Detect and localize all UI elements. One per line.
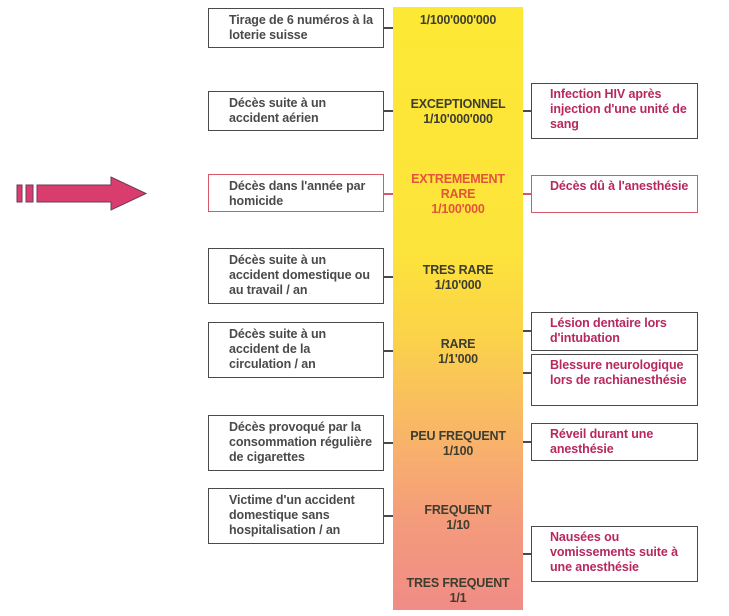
connector-line — [384, 27, 393, 29]
left-event-box: Décès provoqué par la consommation régul… — [208, 415, 384, 471]
left-event-box: Décès suite à un accident de la circulat… — [208, 322, 384, 378]
event-text: Décès dans l'année par homicide — [229, 179, 366, 208]
left-event-box: Victime d'un accident domestique sans ho… — [208, 488, 384, 544]
level-rate: 1/100'000 — [431, 202, 485, 216]
connector-line — [523, 330, 531, 332]
level-name-line2: RARE — [440, 187, 476, 201]
level-exceptionnel: EXCEPTIONNEL 1/10'000'000 — [393, 97, 523, 127]
event-text: Réveil durant une anesthésie — [550, 427, 654, 456]
right-event-box: Infection HIV après injection d'une unit… — [531, 83, 698, 139]
left-event-box: Tirage de 6 numéros à la loterie suisse — [208, 8, 384, 48]
event-text: Décès dû à l'anesthésie — [550, 179, 689, 193]
level-rare: RARE 1/1'000 — [393, 337, 523, 367]
level-rate: 1/100'000'000 — [419, 13, 497, 27]
level-name: FREQUENT — [424, 503, 492, 517]
level-rate: 1/100 — [442, 444, 474, 458]
left-event-box: Décès suite à un accident aérien — [208, 91, 384, 131]
event-text: Victime d'un accident domestique sans ho… — [229, 493, 355, 537]
left-event-box-highlighted: Décès dans l'année par homicide — [208, 174, 384, 212]
level-tres-frequent: TRES FREQUENT 1/1 — [393, 576, 523, 606]
level-name: TRES RARE — [422, 263, 494, 277]
event-text: Décès provoqué par la consommation régul… — [229, 420, 372, 464]
connector-line — [384, 193, 393, 195]
event-text: Lésion dentaire lors d'intubation — [550, 316, 667, 345]
level-extremement-rare: EXTREMEMENT RARE 1/100'000 — [393, 172, 523, 217]
right-event-box: Blessure neurologique lors de rachianest… — [531, 354, 698, 406]
level-frequent: FREQUENT 1/10 — [393, 503, 523, 533]
level-name: RARE — [440, 337, 476, 351]
event-text: Infection HIV après injection d'une unit… — [550, 87, 687, 131]
level-rate: 1/10 — [446, 518, 470, 532]
connector-line — [384, 350, 393, 352]
level-1-100000000: 1/100'000'000 — [393, 13, 523, 28]
level-rate: 1/10'000'000 — [423, 112, 493, 126]
connector-line — [523, 110, 531, 112]
connector-line — [523, 441, 531, 443]
level-peu-frequent: PEU FREQUENT 1/100 — [393, 429, 523, 459]
level-name-line1: EXTREMEMENT — [411, 172, 505, 186]
connector-line — [523, 553, 531, 555]
level-tres-rare: TRES RARE 1/10'000 — [393, 263, 523, 293]
event-text: Blessure neurologique lors de rachianest… — [550, 358, 687, 387]
connector-line — [384, 442, 393, 444]
right-event-box-highlighted: Décès dû à l'anesthésie — [531, 175, 698, 213]
right-event-box: Réveil durant une anesthésie — [531, 423, 698, 461]
event-text: Décès suite à un accident domestique ou … — [229, 253, 370, 297]
connector-line — [523, 372, 531, 374]
level-name: EXCEPTIONNEL — [410, 97, 506, 111]
event-text: Tirage de 6 numéros à la loterie suisse — [229, 13, 373, 42]
right-arrow-icon — [16, 176, 148, 211]
connector-line — [384, 276, 393, 278]
event-text: Décès suite à un accident de la circulat… — [229, 327, 327, 371]
right-event-box: Nausées ou vomissements suite à une anes… — [531, 526, 698, 582]
level-name: PEU FREQUENT — [410, 429, 506, 443]
level-rate: 1/1'000 — [438, 352, 478, 366]
risk-scale-bar — [393, 7, 523, 610]
event-text: Nausées ou vomissements suite à une anes… — [550, 530, 678, 574]
level-name: TRES FREQUENT — [406, 576, 510, 590]
level-rate: 1/1 — [449, 591, 467, 605]
left-event-box: Décès suite à un accident domestique ou … — [208, 248, 384, 304]
connector-line — [523, 193, 531, 195]
connector-line — [384, 110, 393, 112]
level-rate: 1/10'000 — [434, 278, 482, 292]
event-text: Décès suite à un accident aérien — [229, 96, 327, 125]
right-event-box: Lésion dentaire lors d'intubation — [531, 312, 698, 351]
connector-line — [384, 515, 393, 517]
